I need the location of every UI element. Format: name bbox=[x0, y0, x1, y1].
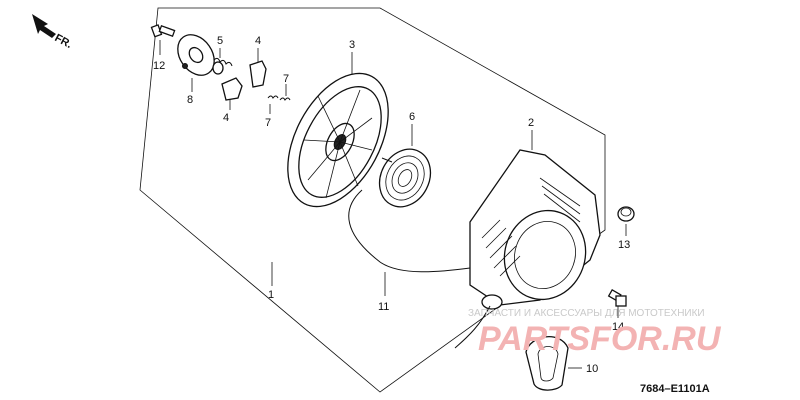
part-6-recoil-spring bbox=[378, 148, 432, 208]
callout-1: 1 bbox=[268, 289, 274, 301]
callout-4-lower: 4 bbox=[223, 112, 229, 124]
callout-5: 5 bbox=[217, 35, 223, 47]
part-14-flange-bolt bbox=[607, 289, 627, 307]
callout-10: 10 bbox=[586, 363, 598, 375]
part-4-ratchet-lower bbox=[221, 77, 243, 101]
part-7-ratchet-spring bbox=[267, 95, 291, 101]
watermark-caption: ЗАПЧАСТИ И АКСЕССУАРЫ ДЛЯ МОТОТЕХНИКИ bbox=[468, 308, 705, 319]
callout-2: 2 bbox=[528, 117, 534, 129]
part-10-starter-grip bbox=[525, 336, 569, 391]
callout-7-lower: 7 bbox=[265, 117, 271, 129]
assembly-boundary bbox=[139, 7, 606, 393]
part-13-grommet bbox=[617, 206, 635, 222]
callout-11: 11 bbox=[378, 301, 389, 313]
callout-14: 14 bbox=[612, 321, 624, 333]
callout-7-upper: 7 bbox=[283, 73, 289, 85]
front-direction-arrow-icon bbox=[32, 14, 56, 38]
part-3-starter-reel bbox=[287, 72, 389, 208]
part-2-starter-case bbox=[469, 149, 601, 310]
callout-8: 8 bbox=[187, 94, 193, 106]
part-4-ratchet-upper bbox=[249, 60, 267, 88]
callout-6: 6 bbox=[409, 111, 415, 123]
diagram-code: 7684–E1101A bbox=[640, 383, 710, 395]
callout-4-upper: 4 bbox=[255, 35, 261, 47]
part-8-drive-plate bbox=[177, 34, 215, 76]
part-12-bolt bbox=[150, 24, 176, 38]
part-5-spring bbox=[212, 57, 233, 75]
front-direction-label: FR. bbox=[53, 32, 74, 51]
callout-3: 3 bbox=[349, 39, 355, 51]
part-11-starter-rope bbox=[348, 189, 471, 273]
callout-13: 13 bbox=[618, 239, 630, 251]
watermark-logo: PARTSFOR.RU bbox=[478, 320, 722, 358]
callout-12: 12 bbox=[153, 60, 165, 72]
